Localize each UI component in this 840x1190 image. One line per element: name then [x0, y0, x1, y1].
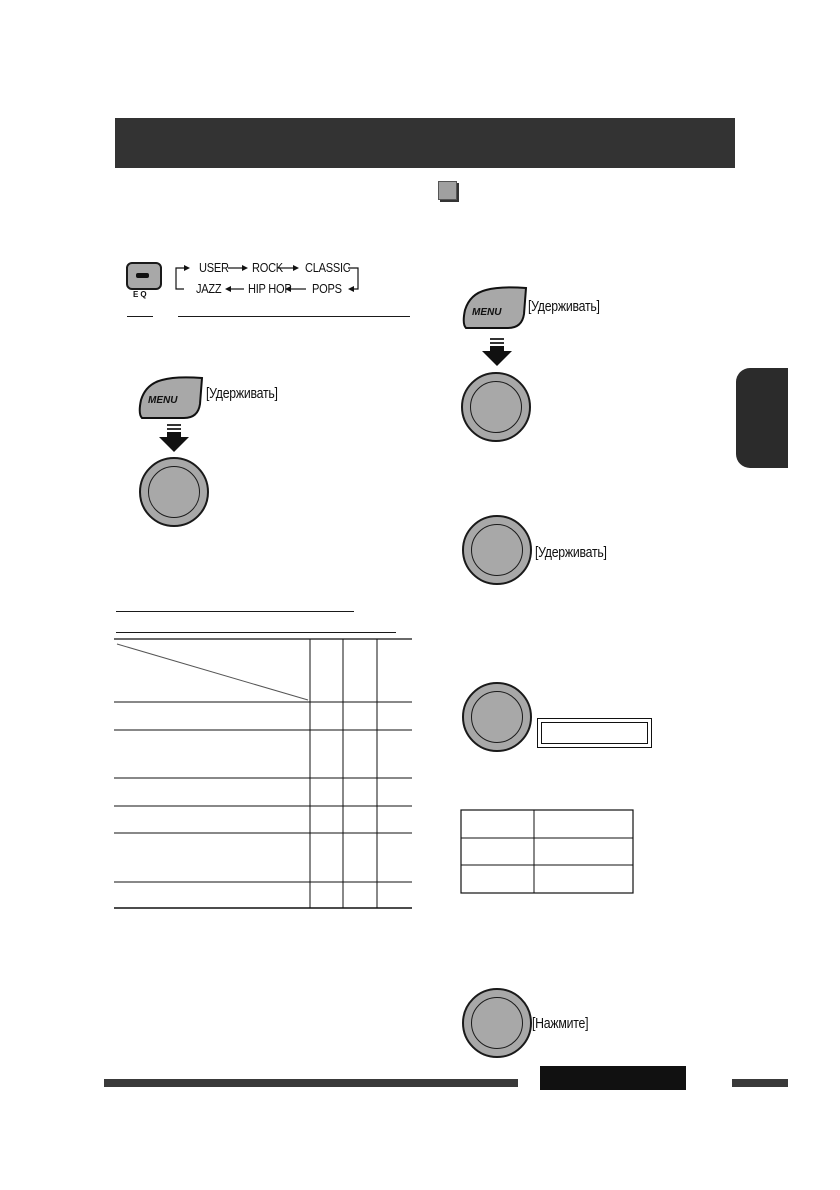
footer-bar-left — [104, 1079, 518, 1087]
settings-table — [114, 638, 412, 909]
display-box — [537, 718, 652, 748]
down-arrow-icon — [159, 424, 189, 452]
control-dial-4[interactable] — [462, 682, 532, 752]
eq-button-dash-icon — [136, 273, 149, 278]
hold-label-1: [Удерживать] — [206, 385, 278, 402]
control-dial-center — [148, 466, 200, 518]
divider-short — [127, 316, 153, 317]
eq-mode-hiphop: HIP HOP — [248, 281, 292, 296]
hold-label-3: [Удерживать] — [535, 544, 607, 561]
control-dial-3-center — [471, 524, 523, 576]
menu-button[interactable] — [136, 374, 204, 420]
menu-button-2[interactable] — [460, 284, 528, 330]
side-tab — [736, 368, 788, 468]
hold-label-2: [Удерживать] — [528, 298, 600, 315]
menu-button-2-label: MENU — [472, 307, 502, 318]
header-bar — [115, 118, 735, 168]
control-dial-5-center — [471, 997, 523, 1049]
eq-mode-jazz: JAZZ — [196, 281, 222, 296]
menu-button-label: MENU — [148, 395, 178, 406]
eq-flow-diagram — [175, 265, 359, 292]
table-title-rule-1 — [116, 611, 354, 612]
divider-long — [178, 316, 410, 317]
press-label: [Нажмите] — [532, 1015, 589, 1032]
control-dial-2[interactable] — [461, 372, 531, 442]
eq-mode-rock: ROCK — [252, 260, 283, 275]
down-arrow-icon-2 — [482, 338, 512, 366]
eq-button-label: EQ — [133, 290, 149, 299]
section-marker-icon — [438, 181, 457, 200]
eq-button[interactable] — [126, 262, 162, 290]
control-dial-4-center — [471, 691, 523, 743]
options-table — [460, 809, 634, 894]
control-dial-3[interactable] — [462, 515, 532, 585]
footer-bar-right — [732, 1079, 788, 1087]
eq-mode-user: USER — [199, 260, 229, 275]
eq-mode-classic: CLASSIC — [305, 260, 351, 275]
control-dial-2-center — [470, 381, 522, 433]
eq-mode-pops: POPS — [312, 281, 342, 296]
control-dial[interactable] — [139, 457, 209, 527]
control-dial-5[interactable] — [462, 988, 532, 1058]
page-number-box — [540, 1066, 686, 1090]
table-title-rule-2 — [116, 632, 396, 633]
